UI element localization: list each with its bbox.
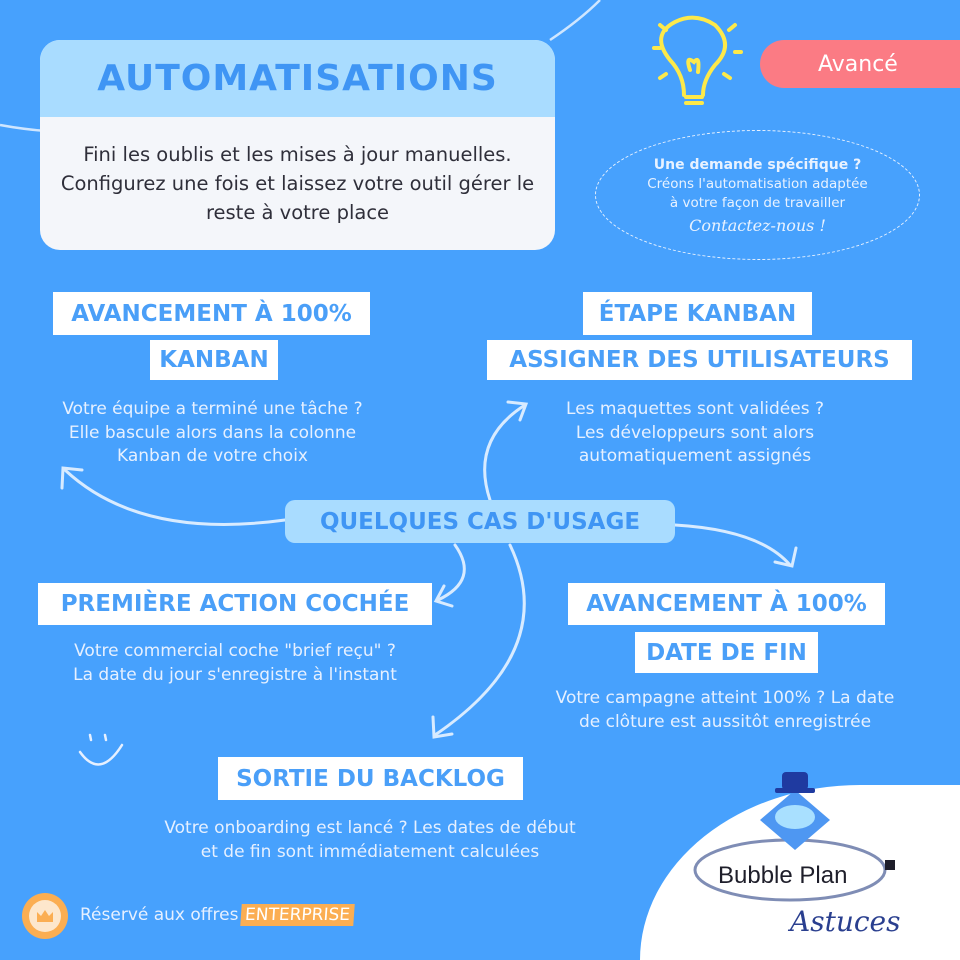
case-description: Votre commercial coche "brief reçu" ?La … — [73, 641, 397, 685]
contact-line: à votre façon de travailler — [669, 194, 846, 211]
level-badge: Avancé — [760, 40, 960, 88]
smiley-icon — [78, 733, 124, 766]
arrow-to-first — [436, 543, 466, 602]
footer-note: Réservé aux offres ENTERPRISE — [80, 904, 356, 926]
contact-bubble[interactable]: Une demande spécifique ? Créons l'automa… — [595, 130, 920, 260]
enterprise-badge: ENTERPRISE — [240, 904, 356, 926]
case-trigger: SORTIE DU BACKLOG — [218, 757, 523, 800]
contact-question: Une demande spécifique ? — [653, 156, 862, 173]
arrow-to-kanban — [63, 468, 287, 526]
case-trigger: PREMIÈRE ACTION COCHÉE — [38, 583, 432, 625]
contact-line: Créons l'automatisation adaptée — [647, 175, 868, 192]
page-subtitle: Fini les oublis et les mises à jour manu… — [60, 143, 535, 224]
case-action: ASSIGNER DES UTILISATEURS — [487, 340, 912, 380]
arrow-to-assign — [483, 403, 527, 502]
page-title: AUTOMATISATIONS — [40, 40, 555, 117]
footer-text: Réservé aux offres — [80, 905, 239, 925]
lightbulb-icon — [652, 15, 743, 105]
center-label: QUELQUES CAS D'USAGE — [285, 500, 675, 543]
brand-tagline: Astuces — [790, 905, 901, 938]
brand-mascot-logo — [693, 772, 895, 902]
case-description: Votre onboarding est lancé ? Les dates d… — [164, 818, 576, 862]
case-action: KANBAN — [150, 340, 278, 380]
case-trigger: AVANCEMENT À 100% — [53, 292, 370, 335]
brand-name: Bubble Plan — [718, 862, 848, 889]
case-trigger: AVANCEMENT À 100% — [568, 583, 885, 625]
arrow-to-backlog — [433, 543, 526, 737]
contact-cta[interactable]: Contactez-nous ! — [689, 215, 826, 235]
arrow-to-date — [673, 523, 792, 567]
title-card: AUTOMATISATIONS Fini les oublis et les m… — [40, 40, 555, 250]
case-trigger: ÉTAPE KANBAN — [583, 292, 812, 335]
case-action: DATE DE FIN — [635, 632, 818, 673]
case-description: Votre équipe a terminé une tâche ?Elle b… — [62, 399, 363, 466]
crown-icon — [22, 893, 68, 939]
case-description: Les maquettes sont validées ?Les dévelop… — [566, 399, 824, 466]
